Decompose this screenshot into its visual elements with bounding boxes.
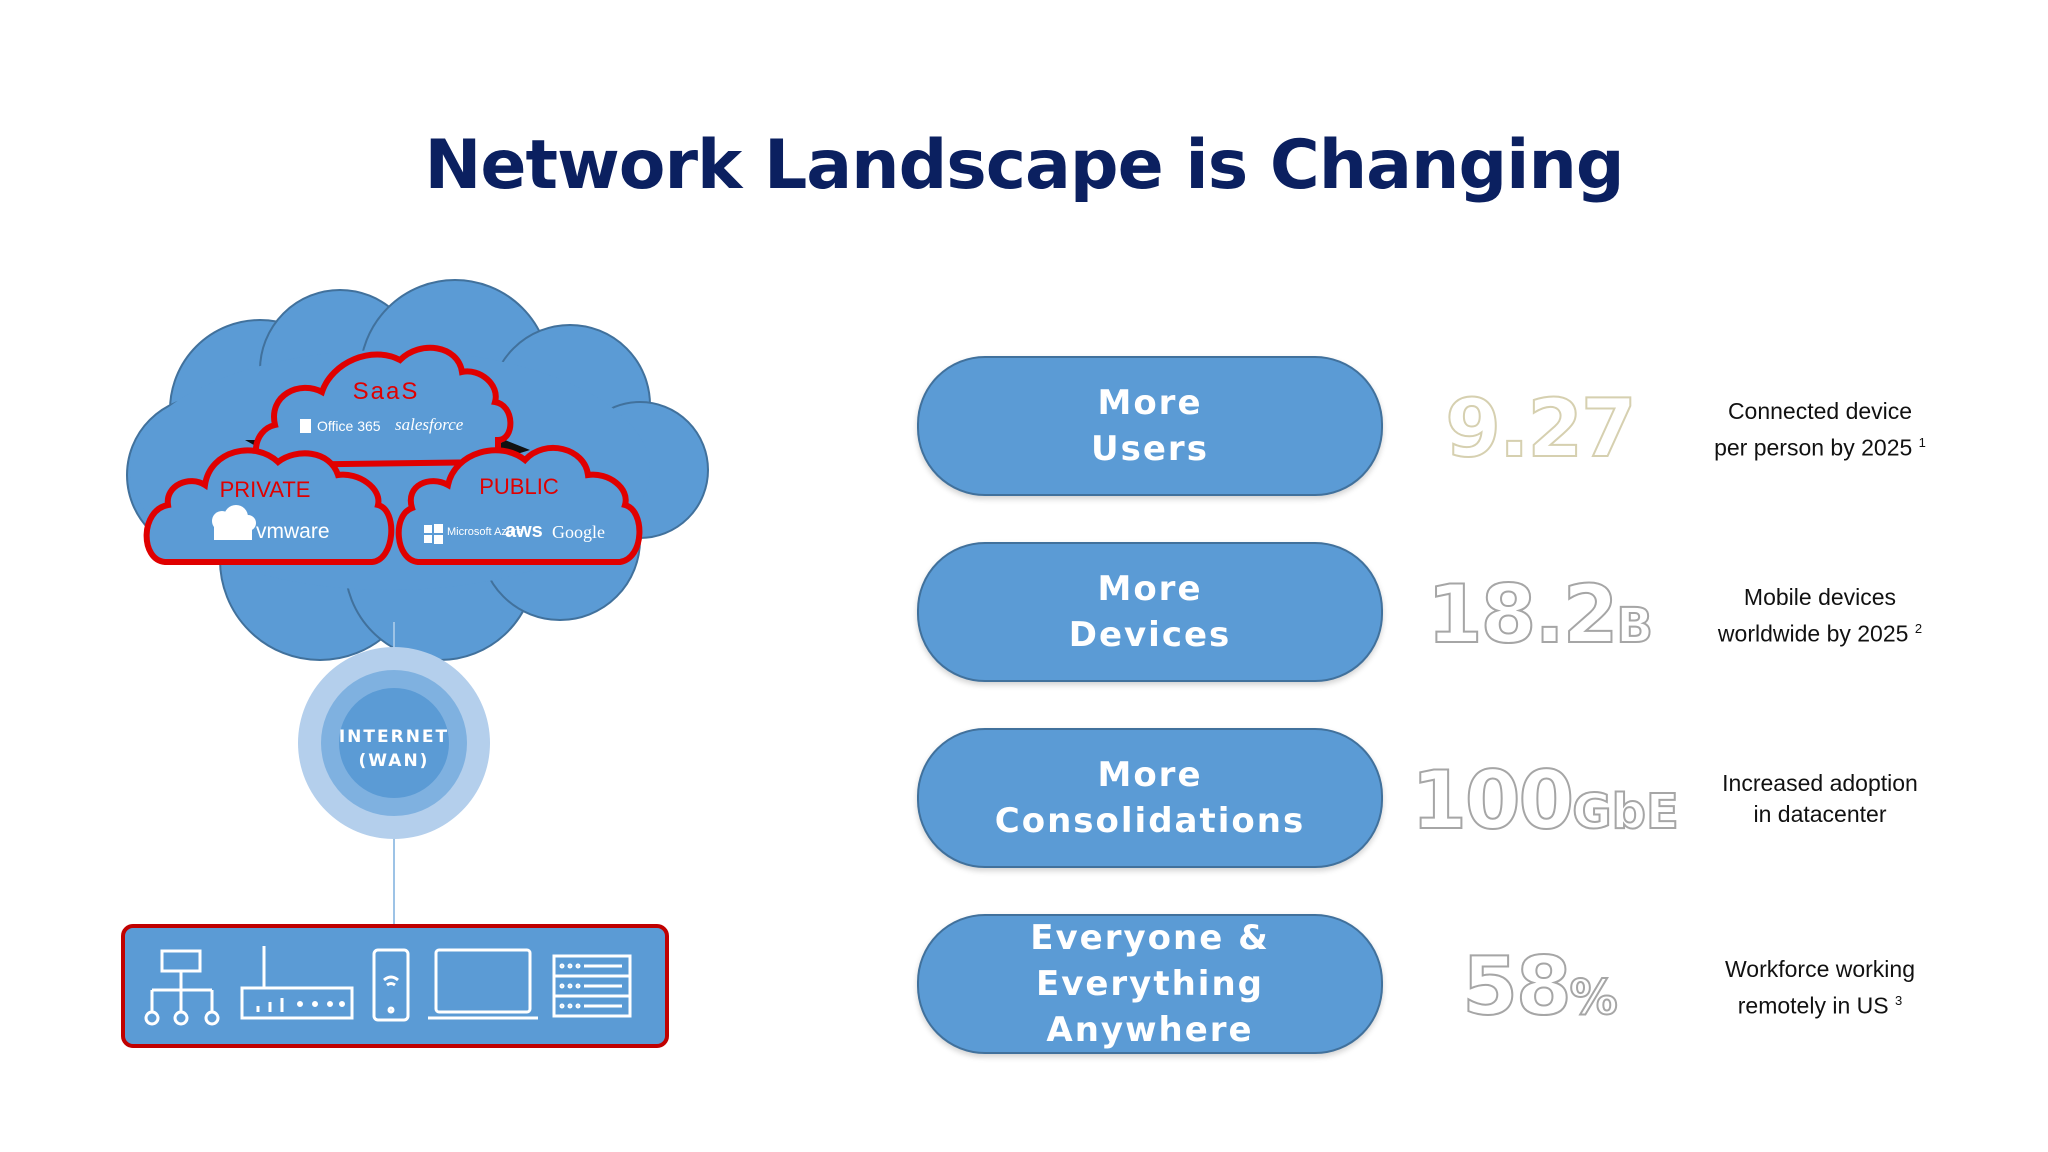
desc-connected-devices: Connected device per person by 2025 1 <box>1690 396 1950 464</box>
pill-line-2: Anywhere <box>1046 1010 1254 1050</box>
pill-line-2: Users <box>1091 429 1209 469</box>
stat-value: 58 <box>1461 939 1572 1034</box>
office365-logo: Office 365 <box>317 418 381 434</box>
google-logo: Google <box>552 522 605 542</box>
network-diagram: SaaS Office 365 salesforce PRIVATE vmwar… <box>121 279 709 1048</box>
desc-line-1: Connected device <box>1727 398 1913 424</box>
more-devices-pill: More Devices <box>917 542 1383 682</box>
footnote-ref: 1 <box>1918 435 1926 450</box>
desc-line-2: remotely in US <box>1737 992 1889 1019</box>
vmware-logo: vmware <box>256 520 330 543</box>
internet-core <box>339 688 449 798</box>
stat-unit: % <box>1569 969 1619 1027</box>
aws-logo: aws <box>505 520 543 542</box>
private-cloud <box>143 447 395 565</box>
pill-line-1: More <box>1097 383 1203 423</box>
stat-remote-workforce: 58% <box>1400 939 1680 1034</box>
azure-logo: Microsoft Azure <box>447 526 523 538</box>
network-topology-icon <box>144 949 220 1026</box>
public-label: PUBLIC <box>479 474 559 499</box>
mobile-phone-icon <box>372 948 410 1022</box>
footnote-ref: 3 <box>1894 993 1903 1008</box>
windows-icon <box>424 524 443 544</box>
stat-connected-devices: 9.27 <box>1400 381 1680 476</box>
wan-label: (WAN) <box>359 751 430 771</box>
desc-remote-workforce: Workforce working remotely in US 3 <box>1690 954 1950 1022</box>
desc-line-2: in datacenter <box>1753 801 1887 827</box>
more-users-pill: More Users <box>917 356 1383 496</box>
everyone-everywhere-pill: Everyone & Everything Anywhere <box>917 914 1383 1054</box>
desc-line-2: per person by 2025 <box>1714 434 1913 461</box>
desc-line-1: Mobile devices <box>1743 584 1897 610</box>
laptop-icon <box>428 948 538 1020</box>
private-label: PRIVATE <box>220 477 311 502</box>
saas-cloud <box>252 344 514 469</box>
more-consolidations-pill: More Consolidations <box>917 728 1383 868</box>
stat-value: 18.2 <box>1426 567 1619 662</box>
pill-line-1: Everyone & Everything <box>1030 918 1270 1004</box>
desc-datacenter: Increased adoption in datacenter <box>1690 768 1950 830</box>
salesforce-logo: salesforce <box>395 415 464 434</box>
private-cloud-icon <box>212 505 256 540</box>
public-cloud <box>395 445 643 565</box>
stat-value: 100 <box>1410 753 1575 848</box>
desc-line-2: worldwide by 2025 <box>1717 620 1909 647</box>
desc-mobile-devices: Mobile devices worldwide by 2025 2 <box>1690 582 1950 650</box>
stat-unit: B <box>1615 597 1654 655</box>
slide-title: Network Landscape is Changing <box>424 126 1624 205</box>
server-rack-icon <box>552 954 632 1018</box>
stat-mobile-devices: 18.2B <box>1400 567 1680 662</box>
desc-line-1: Increased adoption <box>1722 770 1918 796</box>
footnote-ref: 2 <box>1914 621 1923 636</box>
office365-icon <box>300 419 311 433</box>
saas-label: SaaS <box>353 378 420 405</box>
pill-line-1: More <box>1097 755 1203 795</box>
stat-unit: GbE <box>1571 783 1680 841</box>
pill-line-1: More <box>1097 569 1203 609</box>
desc-line-1: Workforce working <box>1724 956 1916 982</box>
router-icon <box>240 946 354 1020</box>
pill-line-2: Devices <box>1068 615 1232 655</box>
pill-line-2: Consolidations <box>994 801 1306 841</box>
stat-value: 9.27 <box>1444 381 1637 476</box>
stat-datacenter-speed: 100GbE <box>1395 753 1695 848</box>
internet-label: INTERNET <box>339 727 449 747</box>
